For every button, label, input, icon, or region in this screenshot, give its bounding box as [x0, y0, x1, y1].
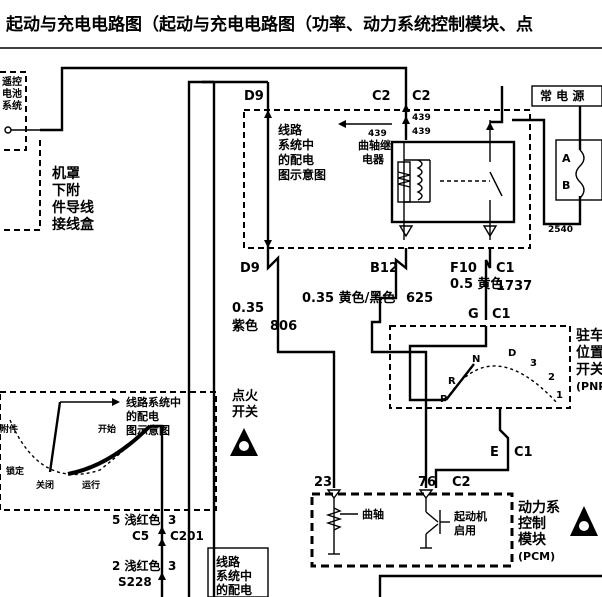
wire-2-gauge-color: 2 浅红色	[112, 558, 161, 573]
wire-625-number: 625	[406, 291, 433, 306]
relay-label-line2: 曲轴继	[358, 138, 391, 152]
prnd-2: 2	[548, 372, 555, 383]
junction-note-line2: 下附	[52, 182, 80, 199]
pcm-crank-label: 曲轴	[362, 507, 384, 521]
pnp-label-line1: 驻车	[576, 327, 602, 344]
wire-625-gauge-color: 0.35 黄色/黑色	[302, 290, 395, 306]
ign-pos-lock: 锁定	[6, 465, 25, 477]
bottom-note-line1: 线路	[216, 554, 241, 569]
pcm-label-line1: 动力系	[518, 499, 560, 516]
ign-pos-off: 关闭	[36, 479, 54, 491]
ign-note-line2: 的配电	[126, 409, 159, 423]
pin-f10: F10	[450, 261, 477, 276]
pcm-pin-23: 23	[314, 475, 332, 490]
wire-806-color: 紫色	[232, 318, 258, 334]
crank-relay-label: 439 曲轴继 电器	[358, 129, 391, 166]
pin-g: G	[468, 307, 479, 322]
pin-439-a: 439	[412, 113, 431, 123]
ign-pos-run: 运行	[82, 479, 100, 491]
prnd-3: 3	[530, 358, 537, 369]
esd-warning-icon	[230, 428, 258, 456]
wire-2-pin: 3	[168, 559, 176, 573]
remote-battery-module: 遥控 电池 系统	[0, 71, 40, 151]
relay-note-line4: 图示意图	[278, 167, 326, 182]
prnd-n: N	[472, 354, 480, 365]
relay-note-line2: 系统中	[278, 137, 314, 152]
wire-5-pin: 3	[168, 513, 176, 527]
pcm-label: 动力系 控制 模块 (PCM)	[518, 499, 560, 563]
conn-c201: C201	[170, 529, 204, 543]
fuse-pin-a: A	[562, 152, 571, 165]
fuse-pin-b: B	[562, 179, 570, 192]
ignition-switch-box	[0, 391, 217, 511]
diagram-title: 起动与充电电路图（起动与充电电路图（功率、动力系统控制模块、点	[5, 14, 533, 35]
ign-switch-line1: 点火	[232, 388, 259, 404]
wire-1737-gauge-color: 0.5 黄色	[450, 276, 504, 292]
ign-switch-line2: 开关	[232, 404, 258, 420]
pin-c1-bottom: C1	[514, 445, 533, 460]
circuit-2540: 2540	[548, 225, 573, 235]
pin-b12: B12	[370, 261, 398, 276]
ignition-distribution-note: 线路系统中 的配电 图示意图	[126, 395, 181, 437]
relay-distribution-note: 线路 系统中 的配电 图示意图	[278, 122, 326, 182]
remote-module-line3: 系统	[2, 99, 22, 112]
junction-note-line3: 件导线	[52, 199, 94, 216]
wire-5-gauge-color: 5 浅红色	[112, 512, 161, 527]
junction-note-line4: 接线盒	[52, 216, 95, 233]
pin-d9-bottom: D9	[240, 261, 260, 276]
prnd-d: D	[508, 348, 516, 359]
pin-c2-a: C2	[372, 89, 391, 104]
pcm-conn-c2: C2	[452, 475, 471, 490]
pin-c1-mid: C1	[492, 307, 511, 322]
pnp-label-line2: 位置	[576, 344, 602, 361]
park-neutral-switch-box	[389, 325, 571, 409]
wire-806-number: 806	[270, 319, 297, 334]
always-hot-label: 常 电 源	[540, 88, 584, 103]
pnp-label-line3: 开关	[576, 361, 602, 378]
wire-806-gauge: 0.35	[232, 301, 264, 316]
pin-e: E	[490, 445, 499, 460]
park-position-switch-label: 驻车 位置 开关 (PNP)	[576, 327, 602, 393]
pin-d9-top: D9	[244, 89, 264, 104]
wire-1737-number: 1737	[496, 279, 532, 294]
relay-note-line1: 线路	[278, 122, 303, 137]
crank-relay	[390, 140, 516, 224]
pcm-enable-label: 启用	[454, 523, 476, 537]
ign-pos-start: 开始	[98, 423, 116, 435]
bottom-note-line2: 系统中	[216, 568, 252, 583]
pin-439-b: 439	[412, 127, 431, 137]
pin-c2-b: C2	[412, 89, 431, 104]
pcm-label-line3: 模块	[518, 531, 547, 548]
junction-note-line1: 机罩	[52, 165, 80, 182]
relay-label-line3: 电器	[362, 152, 385, 166]
conn-c5: C5	[132, 529, 149, 543]
relay-module-box	[243, 109, 531, 249]
underhood-junction-note: 机罩 下附 件导线 接线盒	[52, 165, 95, 233]
pin-c1-top: C1	[496, 261, 515, 276]
remote-module-line2: 电池	[2, 87, 22, 100]
pcm-esd-warning-icon	[570, 506, 598, 536]
ign-note-line1: 线路系统中	[126, 395, 181, 409]
relay-label-line1: 439	[368, 129, 387, 139]
bottom-distribution-box	[207, 547, 269, 597]
pcm-pin-76: 76	[418, 475, 436, 490]
prnd-r: R	[448, 376, 456, 387]
bottom-distribution-note: 线路 系统中 的配电	[216, 554, 252, 597]
ign-pos-accessory: 附件	[0, 423, 18, 435]
relay-note-line3: 的配电	[278, 152, 314, 167]
remote-module-line1: 遥控	[2, 75, 22, 88]
prnd-1: 1	[556, 390, 563, 401]
pcm-label-line4: (PCM)	[518, 550, 555, 563]
pcm-box	[310, 492, 514, 568]
prnd-p: P	[440, 394, 447, 405]
pcm-label-line2: 控制	[518, 515, 546, 532]
bottom-note-line3: 的配电	[216, 582, 252, 597]
pnp-label-line4: (PNP)	[576, 380, 602, 393]
splice-s228: S228	[118, 575, 152, 589]
ignition-switch-label: 点火 开关	[232, 388, 259, 420]
pcm-starter-label: 起动机	[453, 509, 487, 523]
